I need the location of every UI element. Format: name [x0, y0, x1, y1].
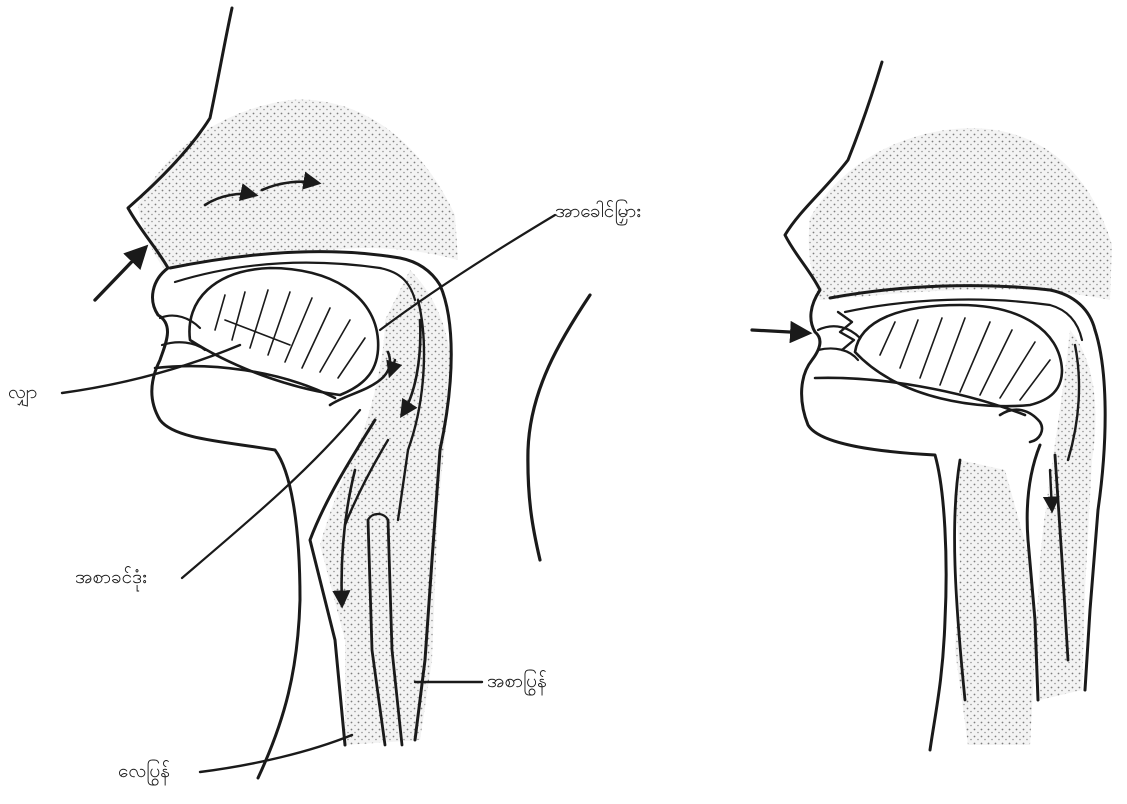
label-food-pipe: အစာပြွန် — [487, 672, 547, 691]
right-head-figure — [752, 62, 1112, 750]
left-pharynx — [320, 270, 452, 745]
mouth-inflow-arrow — [752, 330, 808, 333]
leader-windpipe — [200, 735, 352, 772]
right-nasal-cavity — [809, 128, 1112, 300]
left-head-figure — [62, 8, 555, 778]
label-epiglottis: အစာခင်ဒုံး — [75, 568, 147, 587]
left-tongue — [189, 268, 378, 395]
right-tongue — [855, 305, 1062, 406]
label-soft-palate: အာခေါင်မြှား — [555, 202, 641, 221]
label-windpipe: လေပြွန် — [118, 762, 170, 781]
air-inflow-arrow — [95, 248, 145, 300]
detached-curve — [528, 295, 590, 560]
label-tongue: လျှာ — [8, 383, 37, 402]
left-nasal-cavity — [138, 100, 458, 270]
